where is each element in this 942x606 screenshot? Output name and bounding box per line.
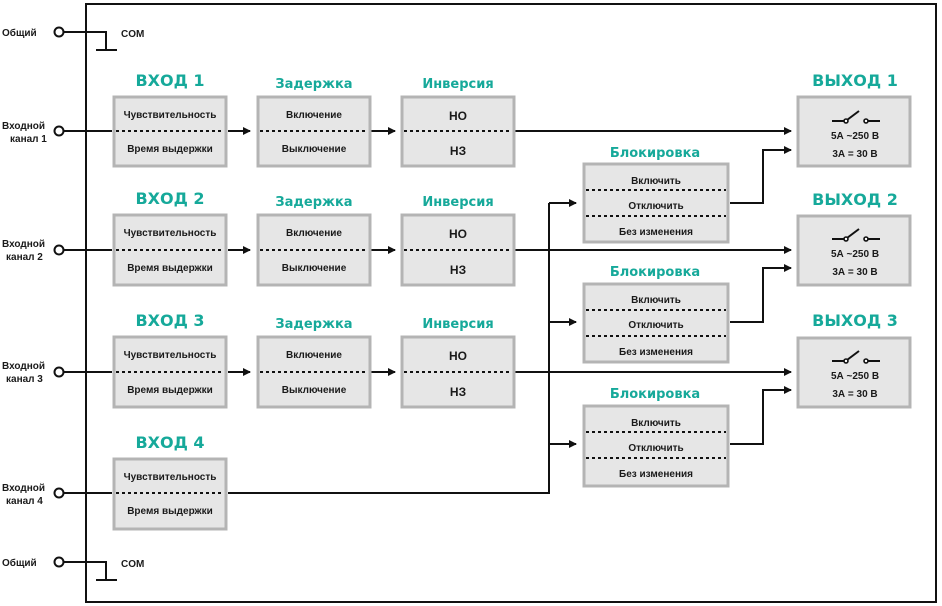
input-1-title: ВХОД 1 [135, 71, 204, 90]
channel-1-label-b: канал 1 [10, 134, 47, 145]
output-3-rating-ac: 5А ~250 В [831, 371, 879, 382]
output-2-title: ВЫХОД 2 [812, 190, 898, 209]
wire-block1-out1 [730, 146, 792, 204]
output-2-rating-ac: 5А ~250 В [831, 249, 879, 260]
input-1-hold-time: Время выдержки [127, 144, 213, 155]
blocking-1-no-change: Без изменения [619, 227, 693, 238]
terminal-channel-3 [53, 366, 65, 378]
inversion-1-title: Инверсия [422, 77, 493, 92]
output-2-rating-dc: 3А = 30 В [832, 267, 877, 278]
delay-2-title: Задержка [275, 195, 352, 210]
input-2-hold-time: Время выдержки [127, 263, 213, 274]
output-1-rating-ac: 5А ~250 В [831, 131, 879, 142]
wire-in4-bus [228, 203, 550, 494]
output-1-title: ВЫХОД 1 [812, 71, 898, 90]
channel-3-label-b: канал 3 [6, 374, 43, 385]
blocking-2-enable: Включить [631, 295, 681, 306]
blocking-2-no-change: Без изменения [619, 347, 693, 358]
inversion-3-nc: НЗ [450, 385, 466, 399]
delay-3-on: Включение [286, 350, 342, 361]
output-3-rating-dc: 3А = 30 В [832, 389, 877, 400]
blocking-3-disable: Отключить [628, 443, 683, 454]
com-wire-top [63, 31, 107, 49]
inversion-2-nc: НЗ [450, 263, 466, 277]
terminal-channel-2 [53, 244, 65, 256]
inversion-1-nc: НЗ [450, 144, 466, 158]
blocking-2-title: Блокировка [610, 265, 700, 280]
relay-switch-icon-1 [832, 110, 880, 124]
channel-4-label-a: Входной [2, 483, 45, 494]
inversion-1-no: НО [449, 109, 467, 123]
com-label-bottom: COM [121, 559, 144, 570]
channel-2-label-b: канал 2 [6, 252, 43, 263]
input-4-title: ВХОД 4 [135, 433, 204, 452]
input-2-sensitivity: Чувствительность [124, 228, 217, 239]
blocking-2-disable: Отключить [628, 320, 683, 331]
blocking-1-disable: Отключить [628, 201, 683, 212]
input-4-hold-time: Время выдержки [127, 506, 213, 517]
input-3-sensitivity: Чувствительность [124, 350, 217, 361]
blocking-1-enable: Включить [631, 176, 681, 187]
com-wire-bottom [63, 561, 107, 579]
wire-block3-out3 [730, 386, 792, 445]
output-2-box [796, 214, 912, 287]
delay-3-off: Выключение [282, 385, 347, 396]
terminal-channel-4 [53, 487, 65, 499]
blocking-2-box [582, 282, 730, 364]
delay-1-off: Выключение [282, 144, 347, 155]
output-3-box [796, 336, 912, 409]
inversion-3-no: НО [449, 349, 467, 363]
input-3-title: ВХОД 3 [135, 311, 204, 330]
output-1-rating-dc: 3А = 30 В [832, 149, 877, 160]
channel-4-label-b: канал 4 [6, 496, 43, 507]
terminal-common-bottom [53, 556, 65, 568]
blocking-1-title: Блокировка [610, 146, 700, 161]
input-4-sensitivity: Чувствительность [124, 472, 217, 483]
common-label-top: Общий [2, 27, 37, 39]
delay-2-off: Выключение [282, 263, 347, 274]
com-label-top: COM [121, 29, 144, 40]
inversion-2-no: НО [449, 227, 467, 241]
relay-switch-icon-2 [832, 228, 880, 242]
delay-3-title: Задержка [275, 317, 352, 332]
input-3-hold-time: Время выдержки [127, 385, 213, 396]
blocking-3-no-change: Без изменения [619, 469, 693, 480]
device-frame [85, 3, 937, 603]
inversion-3-title: Инверсия [422, 317, 493, 332]
relay-switch-icon-3 [832, 350, 880, 364]
input-1-sensitivity: Чувствительность [124, 110, 217, 121]
output-1-box [796, 95, 912, 168]
blocking-3-title: Блокировка [610, 387, 700, 402]
channel-3-label-a: Входной [2, 361, 45, 372]
channel-2-label-a: Входной [2, 239, 45, 250]
delay-1-on: Включение [286, 110, 342, 121]
blocking-1-box [582, 162, 730, 244]
blocking-3-box [582, 404, 730, 488]
blocking-3-enable: Включить [631, 418, 681, 429]
terminal-common-top [53, 26, 65, 38]
inversion-2-title: Инверсия [422, 195, 493, 210]
common-label-bottom: Общий [2, 557, 37, 569]
wire-block2-out2 [730, 264, 792, 323]
channel-1-label-a: Входной [2, 121, 45, 132]
delay-1-title: Задержка [275, 77, 352, 92]
output-3-title: ВЫХОД 3 [812, 311, 898, 330]
delay-2-on: Включение [286, 228, 342, 239]
terminal-channel-1 [53, 125, 65, 137]
input-2-title: ВХОД 2 [135, 189, 204, 208]
